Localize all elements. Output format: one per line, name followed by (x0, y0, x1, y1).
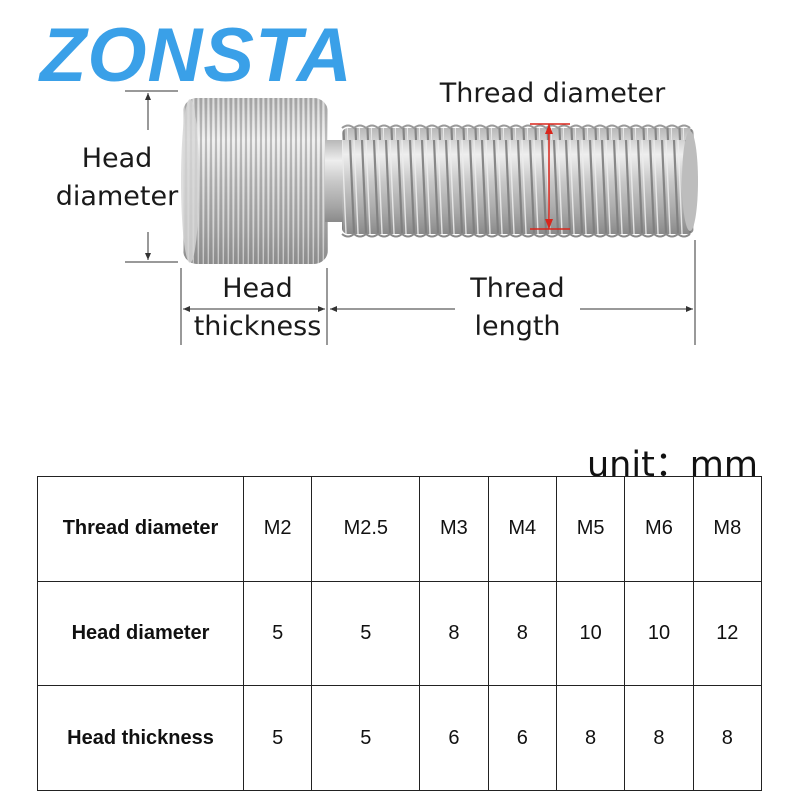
screw-diagram (125, 90, 698, 345)
table-header-cell: M4 (487, 476, 557, 582)
screw-head (181, 98, 328, 264)
screw-thread (341, 124, 698, 238)
head-thickness-dimension (180, 268, 328, 345)
table-header-cell: M6 (624, 476, 694, 582)
table-cell: 8 (419, 580, 489, 687)
table-cell: 5 (242, 685, 313, 791)
spec-table: Thread diameter M2 M2.5 M3 M4 M5 M6 M8 H… (37, 476, 763, 791)
head-diameter-dimension (125, 90, 178, 263)
table-cell: 8 (487, 580, 557, 687)
table-cell: 10 (555, 580, 626, 687)
thread-length-label-line1: Thread (470, 273, 565, 304)
screw-neck (325, 140, 345, 222)
table-cell: 12 (692, 580, 763, 687)
table-header-cell: M5 (555, 476, 626, 582)
table-cell: 8 (624, 685, 694, 791)
table-header-cell: Thread diameter (37, 476, 244, 582)
thread-length-dimension (330, 240, 696, 345)
table-cell: 10 (624, 580, 694, 687)
table-row-label: Head thickness (37, 685, 244, 791)
table-cell: 8 (692, 685, 763, 791)
table-cell: 6 (487, 685, 557, 791)
head-diameter-label: Head diameter (48, 140, 186, 216)
thread-length-label-line2: length (474, 311, 561, 342)
head-diameter-label-line2: diameter (55, 181, 179, 212)
table-row-label: Head diameter (37, 580, 244, 687)
table-header-cell: M2 (242, 476, 313, 582)
table-cell: 6 (419, 685, 489, 791)
table-cell: 8 (555, 685, 626, 791)
head-thickness-label-line2: thickness (193, 311, 322, 342)
thread-diameter-marker (530, 123, 570, 230)
table-row: Head thickness 5 5 6 6 8 8 8 (37, 685, 763, 791)
thread-diameter-label-text: Thread diameter (439, 78, 666, 109)
table-cell: 5 (311, 580, 421, 687)
table-row: Head diameter 5 5 8 8 10 10 12 (37, 580, 763, 687)
table-cell: 5 (242, 580, 313, 687)
table-header-row: Thread diameter M2 M2.5 M3 M4 M5 M6 M8 (37, 476, 763, 582)
head-thickness-label: Head thickness (185, 270, 330, 346)
table-header-cell: M3 (419, 476, 489, 582)
table-header-cell: M8 (692, 476, 763, 582)
table-header-cell: M2.5 (311, 476, 421, 582)
thread-diameter-label: Thread diameter (420, 75, 685, 113)
head-thickness-label-line1: Head (222, 273, 293, 304)
thread-length-label: Thread length (455, 270, 580, 346)
table-cell: 5 (311, 685, 421, 791)
brand-logo: ZONSTA (40, 13, 353, 98)
head-diameter-label-line1: Head (81, 143, 153, 174)
